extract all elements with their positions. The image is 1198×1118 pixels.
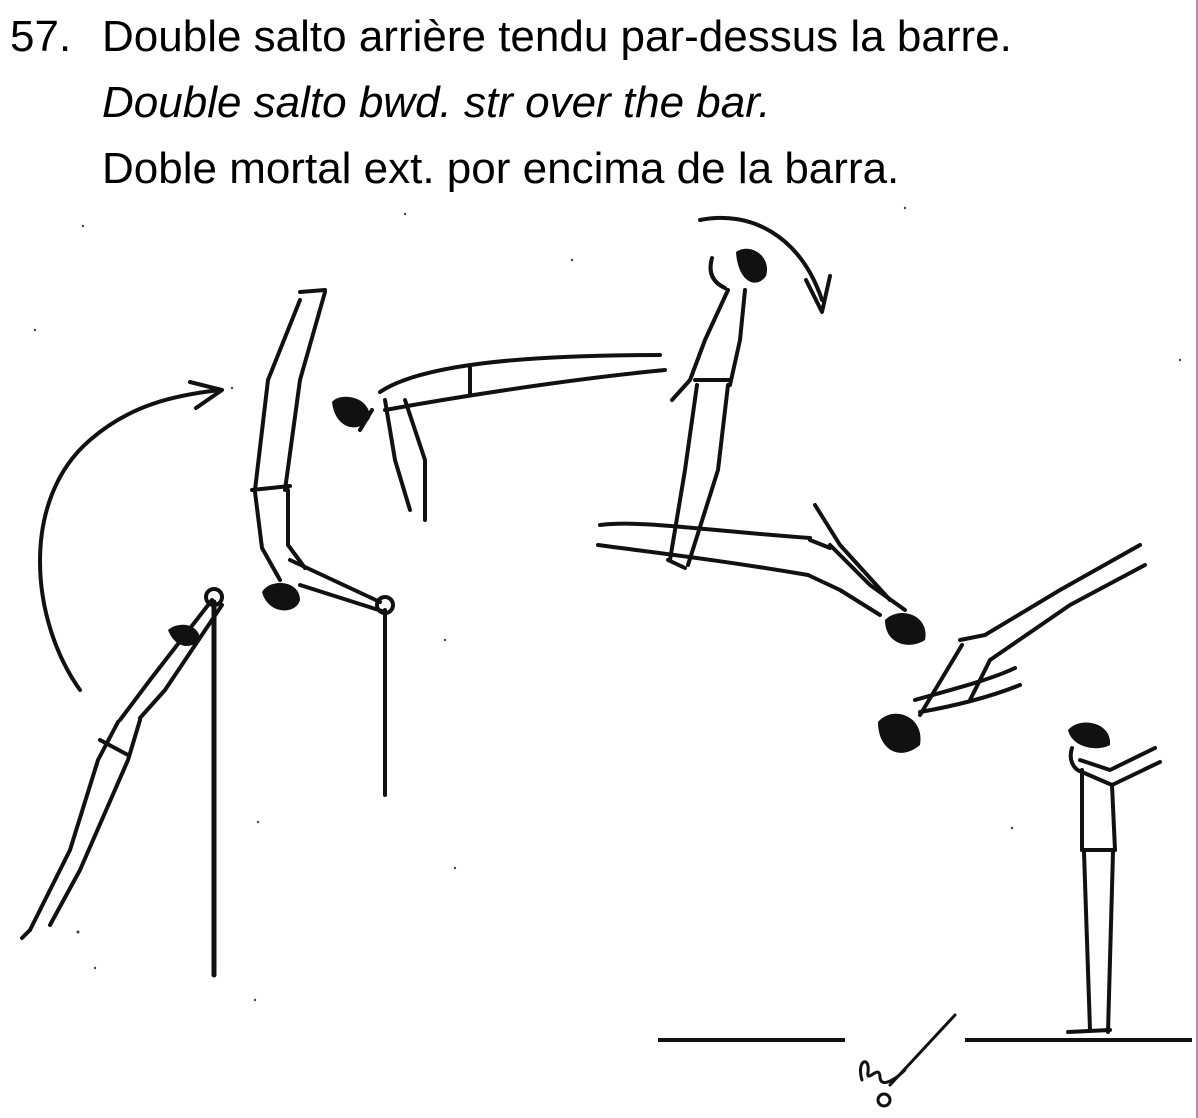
gymnast-descent-icon <box>878 545 1145 753</box>
gymnast-handstand-icon <box>252 290 385 612</box>
gymnast-landing-icon <box>1068 723 1160 1032</box>
gymnast-hang-icon <box>22 600 222 938</box>
gymnast-vertical-icon <box>668 249 767 568</box>
gymnast-layout-icon <box>598 505 926 645</box>
gymnast-pike-icon <box>332 355 665 520</box>
paper-speckles <box>34 207 1181 1001</box>
bar-left-post <box>206 589 222 975</box>
bar-right-post <box>377 597 393 795</box>
stick-landing-icon <box>860 1015 955 1106</box>
